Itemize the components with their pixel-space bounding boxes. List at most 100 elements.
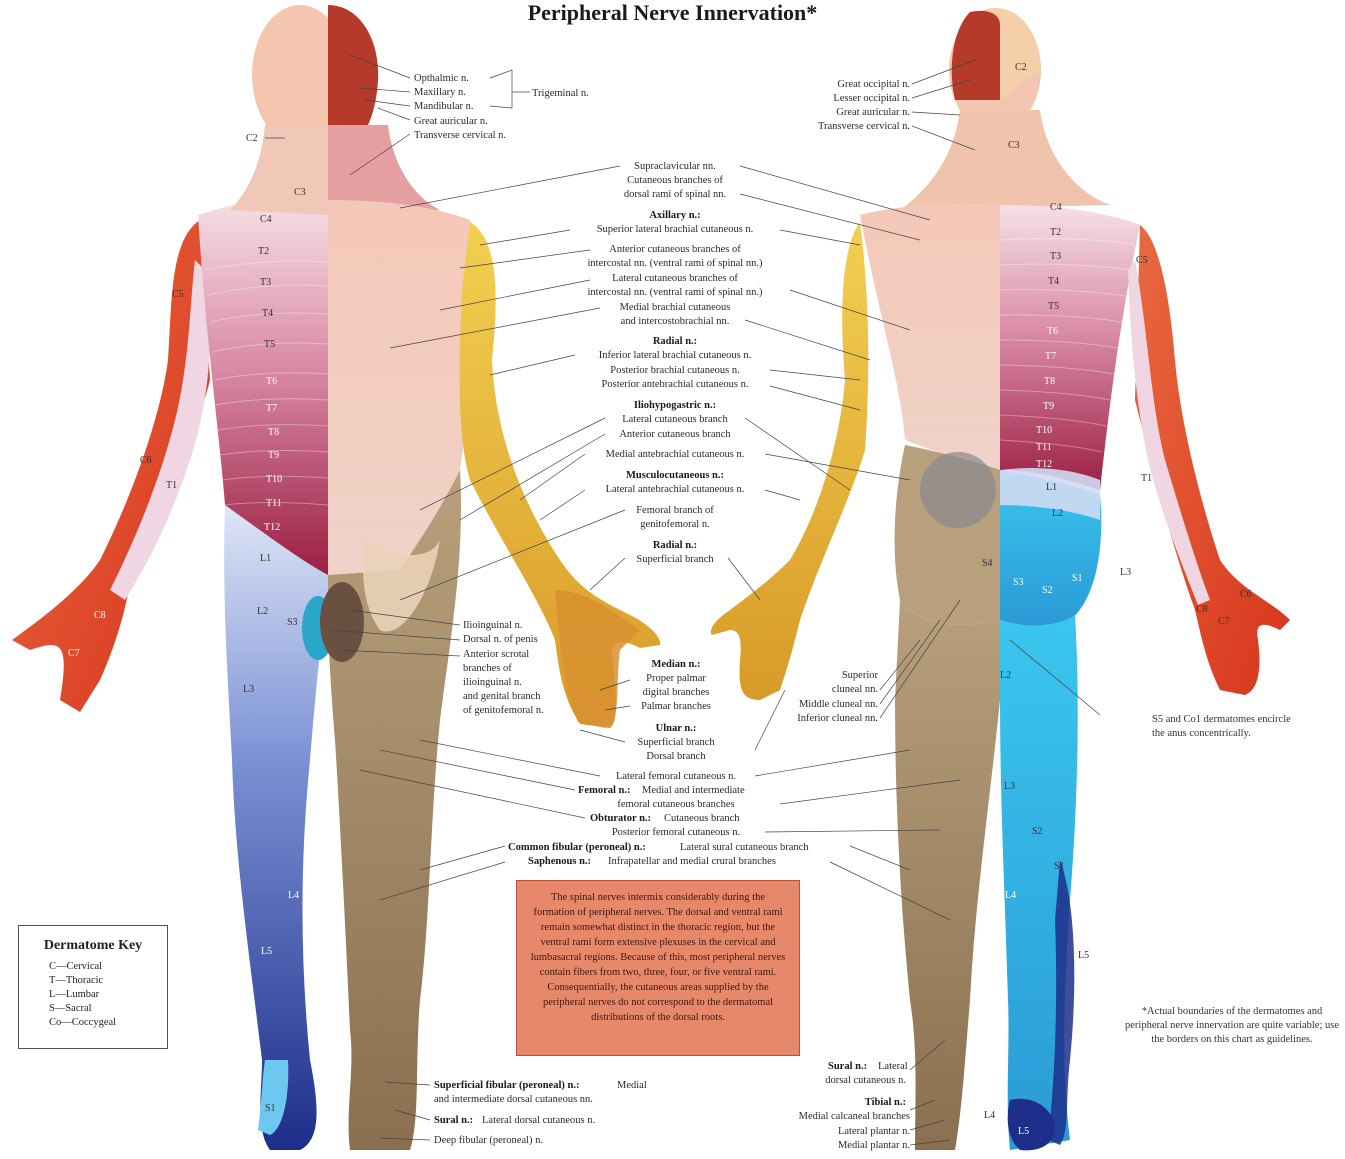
label-ant-scrotal-2: branches of: [463, 663, 512, 674]
back-derm-t2: T2: [1050, 227, 1061, 238]
back-derm-l1: L1: [1046, 482, 1057, 493]
back-buttock-grey: [920, 452, 996, 528]
back-derm-t12: T12: [1036, 459, 1052, 470]
derm-l3: L3: [243, 684, 254, 695]
back-derm-l3: L3: [1120, 567, 1131, 578]
back-derm-t7: T7: [1045, 351, 1056, 362]
label-medial-brachial-1: Medial brachial cutaneous: [620, 302, 731, 313]
label-ant-cut-1: Anterior cutaneous branches of: [609, 244, 741, 255]
front-neck: [230, 125, 328, 215]
back-derm-s2b: S2: [1032, 826, 1043, 837]
derm-c7: C7: [68, 648, 80, 659]
label-post-femoral: Posterior femoral cutaneous n.: [612, 827, 740, 838]
back-derm-s2: S2: [1042, 585, 1053, 596]
info-box: The spinal nerves intermix considerably …: [516, 880, 800, 1056]
label-ant-scrotal-1: Anterior scrotal: [463, 649, 529, 660]
label-radial-2: Radial n.:: [653, 540, 697, 551]
label-inf-lat-brachial: Inferior lateral brachial cutaneous n.: [599, 350, 751, 361]
label-proper-palmar-2: digital branches: [643, 687, 710, 698]
derm-c3: C3: [294, 187, 306, 198]
label-mandibular: Mandibular n.: [414, 101, 474, 112]
label-sup-fibular: Superficial fibular (peroneal) n.:: [434, 1080, 579, 1091]
cluneal-labels: Superior cluneal nn. Middle cluneal nn. …: [797, 670, 878, 724]
back-derm-s3: S3: [1013, 577, 1024, 588]
label-transverse-cervical-back: Transverse cervical n.: [818, 121, 910, 132]
key-item-coccygeal: Co—Coccygeal: [49, 1016, 167, 1030]
label-ulnar: Ulnar n.:: [656, 723, 697, 734]
derm-t10: T10: [266, 474, 282, 485]
key-item-sacral: S—Sacral: [49, 1002, 167, 1016]
derm-l5: L5: [261, 946, 272, 957]
label-sural-back-text-2: dorsal cutaneous n.: [825, 1075, 906, 1086]
derm-l2: L2: [257, 606, 268, 617]
anus-note: S5 and Co1 dermatomes encircle the anus …: [1152, 713, 1292, 741]
label-ulnar-superficial: Superficial branch: [637, 737, 715, 748]
back-neck: [900, 110, 1110, 210]
derm-c5: C5: [172, 289, 184, 300]
label-iliohypogastric: Iliohypogastric n.:: [634, 400, 716, 411]
label-post-antebrachial: Posterior antebrachial cutaneous n.: [602, 379, 749, 390]
label-sup-lat-brachial: Superior lateral brachial cutaneous n.: [597, 224, 754, 235]
derm-t4: T4: [262, 308, 273, 319]
label-great-occipital: Great occipital n.: [837, 79, 910, 90]
back-derm-t11: T11: [1036, 442, 1052, 453]
derm-l1: L1: [260, 553, 271, 564]
back-derm-s4: S4: [982, 558, 993, 569]
derm-t8: T8: [268, 427, 279, 438]
label-tibial: Tibial n.:: [865, 1097, 906, 1108]
label-sural-front: Sural n.:: [434, 1115, 473, 1126]
dermatome-key-title: Dermatome Key: [19, 938, 167, 954]
label-superior-cluneal-1: Superior: [842, 670, 879, 681]
label-sup-fibular-text-1: Medial: [617, 1080, 647, 1091]
label-middle-cluneal: Middle cluneal nn.: [799, 699, 878, 710]
label-dorsal-penis: Dorsal n. of penis: [463, 634, 538, 645]
label-cutaneous-dorsal-2: dorsal rami of spinal nn.: [624, 189, 726, 200]
label-ant-scrotal-5: of genitofemoral n.: [463, 705, 544, 716]
back-derm-l5b: L5: [1018, 1126, 1029, 1137]
label-lat-cut-2: intercostal nn. (ventral rami of spinal …: [588, 287, 763, 298]
label-medial-calcaneal: Medial calcaneal branches: [799, 1111, 910, 1122]
label-femoral-branch-2: genitofemoral n.: [640, 519, 709, 530]
label-lat-cut-branch: Lateral cutaneous branch: [622, 414, 728, 425]
derm-t9: T9: [268, 450, 279, 461]
label-palmar-branches: Palmar branches: [641, 701, 711, 712]
back-head-left-red: [952, 11, 1000, 100]
front-hand-orange: [555, 590, 640, 728]
back-derm-t4: T4: [1048, 276, 1059, 287]
derm-t2: T2: [258, 246, 269, 257]
back-derm-c4: C4: [1050, 202, 1062, 213]
label-ulnar-dorsal: Dorsal branch: [646, 751, 706, 762]
label-cutaneous-dorsal-1: Cutaneous branches of: [627, 175, 723, 186]
label-great-auricular-back: Great auricular n.: [836, 107, 910, 118]
derm-c2: C2: [246, 133, 258, 144]
derm-c8: C8: [94, 610, 106, 621]
back-derm-t6: T6: [1047, 326, 1058, 337]
derm-t5: T5: [264, 339, 275, 350]
label-obturator-branch: Cutaneous branch: [664, 813, 740, 824]
back-derm-c5: C5: [1136, 255, 1148, 266]
label-transverse-cervical: Transverse cervical n.: [414, 130, 506, 141]
derm-s1: S1: [265, 1103, 276, 1114]
key-item-lumbar: L—Lumbar: [49, 988, 167, 1002]
back-derm-c3: C3: [1008, 140, 1020, 151]
label-sural-front-text: Lateral dorsal cutaneous n.: [482, 1115, 595, 1126]
label-saphenous-branch: Infrapatellar and medial crural branches: [608, 856, 776, 867]
key-item-cervical: C—Cervical: [49, 960, 167, 974]
derm-t6: T6: [266, 376, 277, 387]
derm-c6: C6: [140, 455, 152, 466]
footnote: *Actual boundaries of the dermatomes and…: [1124, 1005, 1340, 1047]
label-post-brachial: Posterior brachial cutaneous n.: [610, 365, 739, 376]
label-musculocutaneous: Musculocutaneous n.:: [626, 470, 724, 481]
label-trigeminal: Trigeminal n.: [532, 88, 589, 99]
hand-labels: Median n.: Proper palmar digital branche…: [637, 659, 715, 762]
label-ophthalmic: Opthalmic n.: [414, 73, 469, 84]
label-medial-antebrachial: Medial antebrachial cutaneous n.: [606, 449, 745, 460]
label-ant-scrotal-3: ilioinguinal n.: [463, 677, 522, 688]
back-derm-c7: C7: [1218, 616, 1230, 627]
derm-c4: C4: [260, 214, 272, 225]
label-common-fibular: Common fibular (peroneal) n.:: [508, 842, 646, 853]
label-maxillary: Maxillary n.: [414, 87, 466, 98]
back-derm-t5: T5: [1048, 301, 1059, 312]
label-femoral-medial-1: Medial and intermediate: [642, 785, 745, 796]
back-derm-t8: T8: [1044, 376, 1055, 387]
